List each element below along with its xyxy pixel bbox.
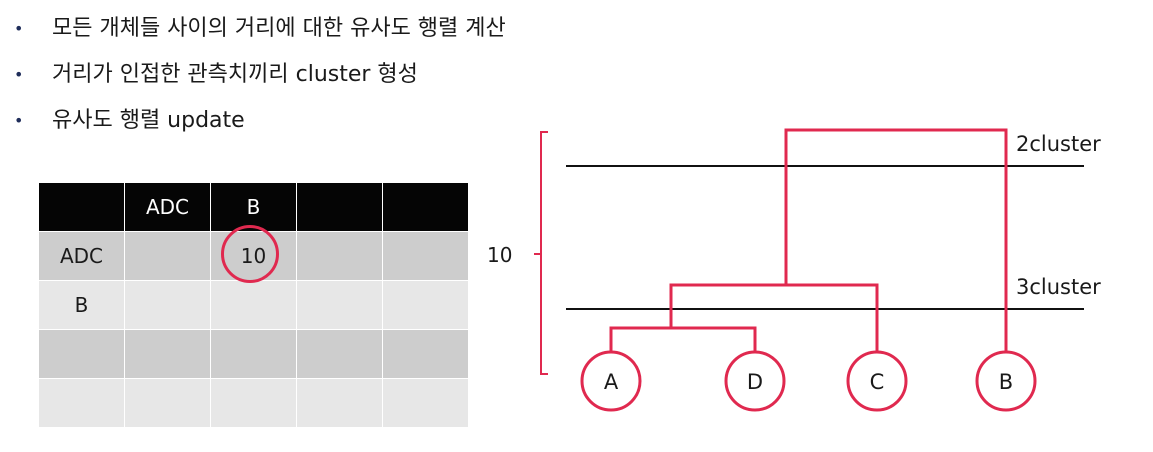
matrix-row: ADC 10	[38, 225, 469, 283]
height-label: 10	[487, 243, 512, 267]
matrix-cell: ADC	[38, 231, 125, 281]
matrix-cell	[124, 280, 211, 330]
bullet-text: 모든 개체들 사이의 거리에 대한 유사도 행렬 계산	[52, 16, 506, 41]
matrix-header-cell	[296, 182, 383, 232]
leaf-label: B	[999, 370, 1013, 394]
matrix-cell: B	[38, 280, 125, 330]
leaf-label: D	[747, 370, 763, 394]
highlight-circle	[221, 225, 279, 283]
leaf-node-a: A	[580, 350, 642, 412]
matrix-row	[38, 378, 469, 428]
matrix-cell	[210, 280, 297, 330]
bullet-item: • 거리가 인접한 관측치끼리 cluster 형성	[14, 52, 506, 98]
bullet-item: • 모든 개체들 사이의 거리에 대한 유사도 행렬 계산	[14, 6, 506, 52]
matrix-cell	[382, 378, 469, 428]
matrix-cell	[296, 280, 383, 330]
dendrogram-branches	[609, 128, 1008, 352]
matrix-cell-value: 10	[240, 244, 267, 268]
leaf-node-b: B	[975, 350, 1037, 412]
bullet-dot: •	[14, 19, 24, 38]
matrix-cell	[210, 378, 297, 428]
leaf-node-d: D	[724, 350, 786, 412]
matrix-cell	[38, 378, 125, 428]
matrix-header-cell	[382, 182, 469, 232]
matrix-cell-highlighted: 10	[210, 225, 297, 283]
matrix-row	[38, 329, 469, 379]
branch-ad-c	[669, 283, 879, 352]
height-bracket	[534, 131, 548, 375]
matrix-cell	[382, 329, 469, 379]
matrix-row: B	[38, 280, 469, 330]
bullet-text: 유사도 행렬 update	[52, 108, 245, 133]
branch-a-d	[609, 326, 757, 352]
matrix-cell	[296, 329, 383, 379]
matrix-cell	[124, 378, 211, 428]
leaf-circle	[724, 350, 786, 412]
matrix-header-cell: ADC	[124, 182, 211, 232]
bullet-dot: •	[14, 65, 24, 84]
leaf-label: C	[870, 370, 885, 394]
leaf-circle	[580, 350, 642, 412]
leaf-circle	[846, 350, 908, 412]
leaf-label: A	[604, 370, 619, 394]
matrix-cell	[296, 231, 383, 281]
bullet-dot: •	[14, 111, 24, 130]
leaf-circle	[975, 350, 1037, 412]
bullet-list: • 모든 개체들 사이의 거리에 대한 유사도 행렬 계산 • 거리가 인접한 관측…	[14, 6, 506, 144]
matrix-cell	[382, 231, 469, 281]
matrix-cell	[382, 280, 469, 330]
similarity-matrix: ADC B ADC 10 B	[38, 182, 469, 428]
leaf-node-c: C	[846, 350, 908, 412]
branch-adc-b	[784, 128, 1008, 352]
cut-label-3cluster: 3cluster	[1016, 275, 1101, 299]
matrix-cell	[210, 329, 297, 379]
bullet-item: • 유사도 행렬 update	[14, 98, 506, 144]
matrix-header-cell: B	[210, 182, 297, 232]
matrix-cell	[38, 329, 125, 379]
matrix-header-row: ADC B	[38, 182, 469, 232]
cut-label-2cluster: 2cluster	[1016, 132, 1101, 156]
bullet-text: 거리가 인접한 관측치끼리 cluster 형성	[52, 62, 418, 87]
bracket-line	[540, 131, 548, 375]
matrix-cell	[124, 329, 211, 379]
matrix-cell	[124, 231, 211, 281]
